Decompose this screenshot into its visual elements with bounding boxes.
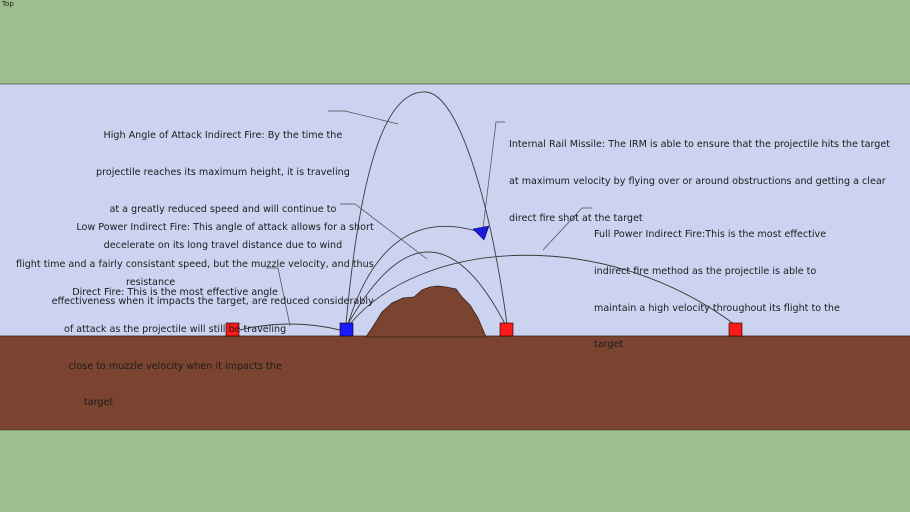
annotation-high-angle: High Angle of Attack Indirect Fire: By t… — [96, 106, 350, 313]
annotation-line: at maximum velocity by flying over or ar… — [509, 176, 886, 188]
blue-triangle-missile-icon — [472, 225, 490, 241]
view-label: Top — [2, 0, 14, 8]
red-square-target-icon — [728, 322, 743, 337]
annotation-low-power: Low Power Indirect Fire: This angle of a… — [16, 198, 374, 332]
annotation-line: projectile reaches its maximum height, i… — [96, 167, 350, 179]
annotation-line: indirect fire method as the projectile i… — [594, 266, 817, 278]
annotation-full-power: Full Power Indirect Fire:This is the mos… — [594, 205, 840, 376]
leader-high-angle — [328, 110, 399, 125]
annotation-line: decelerate on its long travel distance d… — [103, 240, 343, 252]
annotation-irm: Internal Rail Missile: The IRM is able t… — [509, 115, 890, 249]
trajectory-low-power — [347, 251, 506, 325]
annotation-line: Full Power Indirect Fire:This is the mos… — [594, 229, 827, 241]
red-square-target-icon — [499, 322, 514, 337]
annotation-line: target — [84, 397, 114, 409]
annotation-line: Internal Rail Missile: The IRM is able t… — [509, 139, 891, 151]
annotation-line: target — [594, 339, 624, 351]
annotation-line: flight time and a fairly consistant spee… — [16, 259, 374, 271]
annotation-line: close to muzzle velocity when it impacts… — [68, 360, 282, 372]
annotation-direct-fire: Direct Fire: This is the most effective … — [64, 263, 286, 434]
trajectory-irm — [347, 225, 477, 325]
leader-full-power — [542, 207, 592, 251]
trajectory-full-power — [349, 254, 735, 325]
annotation-line: High Angle of Attack Indirect Fire: By t… — [103, 130, 343, 142]
leader-irm — [482, 121, 505, 229]
annotation-line: Direct Fire: This is the most effective … — [72, 287, 278, 299]
annotation-line: of attack as the projectile will still b… — [64, 324, 287, 336]
annotation-line: at a greatly reduced speed and will cont… — [109, 203, 337, 215]
trajectory-direct-fire — [239, 323, 341, 331]
trajectory-high-angle — [345, 91, 508, 325]
annotation-line: maintain a high velocity throughout its … — [594, 302, 840, 314]
red-square-target-icon — [225, 322, 240, 337]
ground — [0, 336, 910, 430]
annotation-line: effectiveness when it impacts the target… — [51, 295, 374, 307]
leader-low-power — [340, 203, 428, 260]
annotation-line: direct fire shot at the target — [509, 212, 643, 224]
annotation-line: Low Power Indirect Fire: This angle of a… — [76, 222, 374, 234]
hill-obstacle — [365, 285, 487, 338]
blue-square-launcher-icon — [339, 322, 354, 337]
leader-direct-fire — [266, 267, 291, 327]
annotation-line: resistance — [126, 276, 176, 288]
